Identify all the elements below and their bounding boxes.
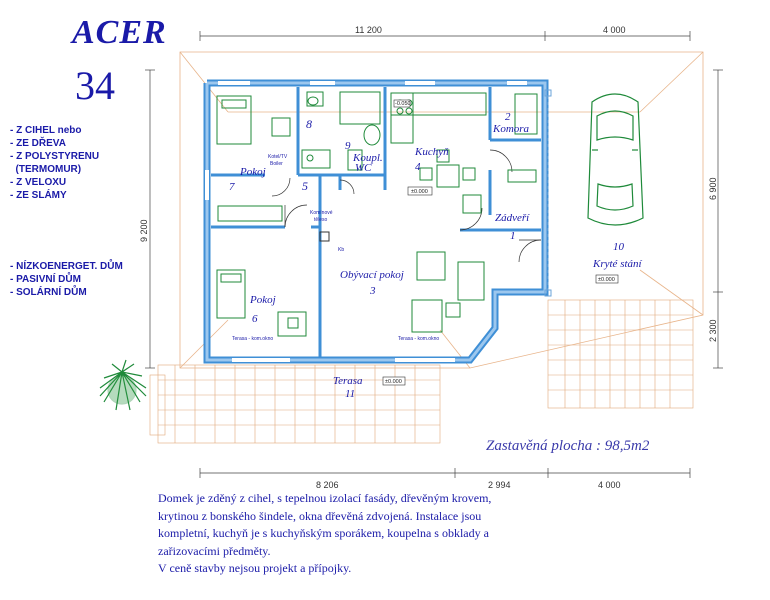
room-label-pokoj6: Pokoj [249, 294, 276, 306]
furniture [216, 91, 538, 337]
pantry-shelf [514, 93, 538, 135]
room-number-kryte: 10 [613, 241, 625, 253]
room-label-koupelna: Koupl. [352, 152, 383, 164]
room-number-zadveri: 1 [510, 230, 516, 242]
room-number-kuchyn: 4 [415, 161, 421, 173]
room-number-terasa: 11 [345, 388, 355, 400]
room-label-pokoj7: Pokoj [239, 166, 266, 178]
room-number-pokoj7: 7 [229, 181, 235, 193]
room-label-wc: WC [355, 162, 372, 174]
level-kryte: ±0.000 [598, 277, 615, 283]
dim-right-bottom: 2 300 [708, 319, 718, 342]
label-kotel-2: Boiler [270, 161, 283, 167]
bed-6 [216, 269, 246, 319]
level-markers [382, 99, 619, 386]
interior-walls [211, 87, 541, 357]
label-kb: Kb [338, 247, 344, 253]
chimney [319, 231, 330, 242]
room-label-terasa: Terasa [333, 375, 363, 387]
energy-item: - SOLÁRNÍ DŮM [10, 287, 87, 298]
bed-7 [216, 95, 252, 145]
room-number-obyvaci: 3 [369, 285, 376, 297]
toilet [347, 149, 363, 171]
desk-6 [277, 311, 307, 337]
room-number-koupelna: 9 [345, 140, 351, 152]
material-item: - Z VELOXU [10, 177, 67, 188]
room-label-komora: Komora [492, 123, 530, 135]
built-area: Zastavěná plocha : 98,5m2 [486, 438, 650, 454]
room-label-zadveri: Zádveří [495, 212, 530, 224]
kitchen-table [436, 164, 460, 188]
project-name: ACER [72, 14, 167, 51]
shower [363, 124, 381, 146]
material-item: (TERMOMUR) [10, 164, 82, 175]
room-label-kuchyn: Kuchyň [414, 146, 449, 158]
material-item: - ZE SLÁMY [10, 190, 67, 201]
dim-top-right: 4 000 [603, 25, 626, 35]
label-8: 8 [306, 117, 312, 131]
description-line: zařizovacími předměty. [158, 543, 271, 558]
room-label-kryte: Kryté stání [592, 258, 643, 270]
dim-bottom-right: 4 000 [598, 480, 621, 490]
armchair-2 [411, 299, 443, 333]
label-komin: Komínové [310, 210, 333, 216]
description-line: V ceně stavby nejsou projekt a přípojky. [158, 561, 352, 575]
materials-list: - Z CIHEL nebo - ZE DŘEVA - Z POLYSTYREN… [10, 124, 99, 202]
label-kotel: Kotel/TV [268, 154, 288, 160]
washbasin [306, 91, 324, 107]
dim-bottom-left: 8 206 [316, 480, 339, 490]
label-5: 5 [302, 179, 308, 193]
label-terasa-okno-2: Terasa - kom.okno [398, 336, 439, 342]
wardrobe-7 [217, 205, 283, 222]
label-terasa-okno-1: Terasa - kom.okno [232, 336, 273, 342]
description-line: kompletní, kuchyň je s kuchyňským sporák… [158, 526, 489, 540]
room-number-komora: 2 [505, 111, 511, 123]
level-terasa: ±0.000 [385, 379, 402, 385]
room-label-obyvaci: Obývací pokoj [340, 269, 404, 281]
level-kuchyn: ±0.000 [411, 189, 428, 195]
energy-item: - PASIVNÍ DŮM [10, 274, 81, 285]
description-line: krytinou z bonského šindele, okna dřevěn… [158, 508, 482, 523]
material-item: - Z POLYSTYRENU [10, 151, 100, 162]
carport-structure [544, 89, 552, 297]
terrace-paving [149, 299, 694, 444]
bathtub [339, 91, 381, 125]
description-line: Domek je zděný z cihel, s tepelnou izola… [158, 491, 492, 505]
car [587, 93, 644, 226]
material-item: - Z CIHEL nebo [10, 125, 82, 136]
energy-list: - NÍZKOENERGET. DŮM - PASIVNÍ DŮM - SOLÁ… [10, 260, 123, 299]
material-item: - ZE DŘEVA [10, 138, 66, 149]
dim-top-left: 11 200 [355, 25, 382, 35]
level-kitchen-counter: -0.050 [395, 101, 411, 107]
doors [271, 149, 542, 263]
dim-right-top: 6 900 [708, 177, 718, 200]
room-number-pokoj6: 6 [252, 313, 258, 325]
dim-bottom-mid: 2 994 [488, 480, 511, 490]
dim-left: 9 200 [139, 219, 149, 242]
sofa [457, 261, 485, 301]
label-komin-2: těleso [314, 217, 328, 223]
energy-item: - NÍZKOENERGET. DŮM [10, 261, 123, 272]
windows [205, 81, 527, 362]
dimension-lines [145, 31, 723, 478]
project-number: 34 [75, 63, 115, 108]
tree-icon [99, 359, 147, 411]
armchair-1 [416, 251, 446, 281]
description: Domek je zděný z cihel, s tepelnou izola… [158, 490, 588, 578]
